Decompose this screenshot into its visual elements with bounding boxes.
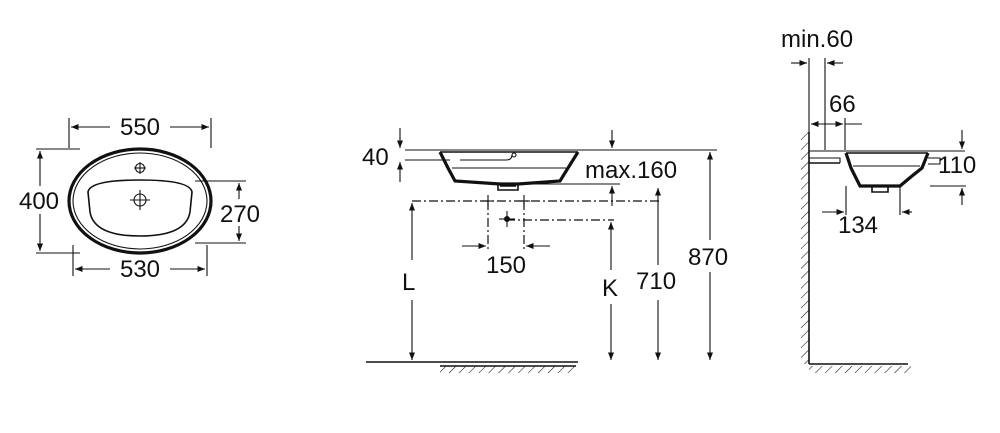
- supply-point-left-icon: [482, 195, 494, 207]
- basin-bowl: [87, 179, 193, 237]
- side-view: min.60 66 110 134: [781, 26, 976, 373]
- top-view: 550 530 400 270: [19, 114, 260, 283]
- dim-K-label: K: [602, 275, 618, 302]
- floor-hatch: [440, 366, 576, 373]
- dim-710-label: 710: [636, 268, 676, 295]
- dim-tap-spacing-label: 150: [486, 252, 526, 279]
- dim-bowl-depth-label: 134: [838, 212, 878, 239]
- front-view: 40 max.160 150 L K 710 870: [362, 128, 728, 373]
- dim-L-label: L: [402, 269, 415, 296]
- tap-hole-icon: [134, 162, 146, 174]
- basin-inner-rim: [72, 152, 208, 250]
- drain-icon: [130, 190, 150, 210]
- dim-rim-height-label: 40: [362, 144, 389, 171]
- side-floor-hatch: [809, 366, 911, 373]
- dim-bowl-height-label: 110: [938, 152, 976, 179]
- basin-profile: [438, 151, 580, 186]
- side-drain: [871, 186, 889, 193]
- dim-inner-width-label: 530: [120, 256, 160, 283]
- dim-min-clearance-label: min.60: [781, 26, 853, 53]
- dim-max-thickness-label: max.160: [585, 157, 677, 184]
- dim-870-label: 870: [688, 244, 728, 271]
- dim-inner-depth-label: 270: [220, 201, 260, 228]
- drain-waste: [497, 184, 519, 191]
- waste-point-icon: [499, 211, 515, 227]
- wall-hatch: [801, 132, 809, 364]
- basin-side-profile: [844, 152, 930, 188]
- dim-depth-label: 400: [19, 188, 59, 215]
- basin-outer-rim: [67, 147, 213, 255]
- supply-point-right-icon: [518, 195, 530, 207]
- dim-width-label: 550: [120, 114, 160, 141]
- dim-offset-label: 66: [829, 91, 856, 118]
